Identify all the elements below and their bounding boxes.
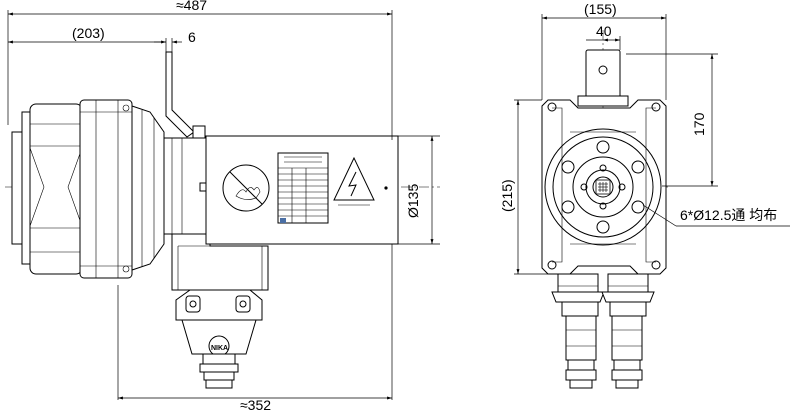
hole-callout: 6*Ø12.5通 均布	[680, 207, 777, 223]
dim-width: (155)	[584, 1, 617, 17]
front-view: (155) 40 170 (215) 6*Ø12.5通 均布	[499, 1, 790, 389]
dim-offset: 6	[188, 29, 196, 45]
dim-bracket-width: 40	[596, 23, 612, 39]
dim-height-upper: 170	[691, 112, 707, 136]
connector-mark: NIKA	[211, 345, 228, 352]
dim-rear-length: (203)	[72, 25, 105, 41]
side-view: NIKA ≈487 (203) 6 ≈352 Ø135	[5, 0, 440, 413]
dim-height-total: (215)	[499, 179, 515, 212]
dim-diameter: Ø135	[405, 184, 421, 218]
dim-overall-length: ≈487	[176, 0, 207, 13]
dim-bottom-length: ≈352	[240, 397, 271, 413]
